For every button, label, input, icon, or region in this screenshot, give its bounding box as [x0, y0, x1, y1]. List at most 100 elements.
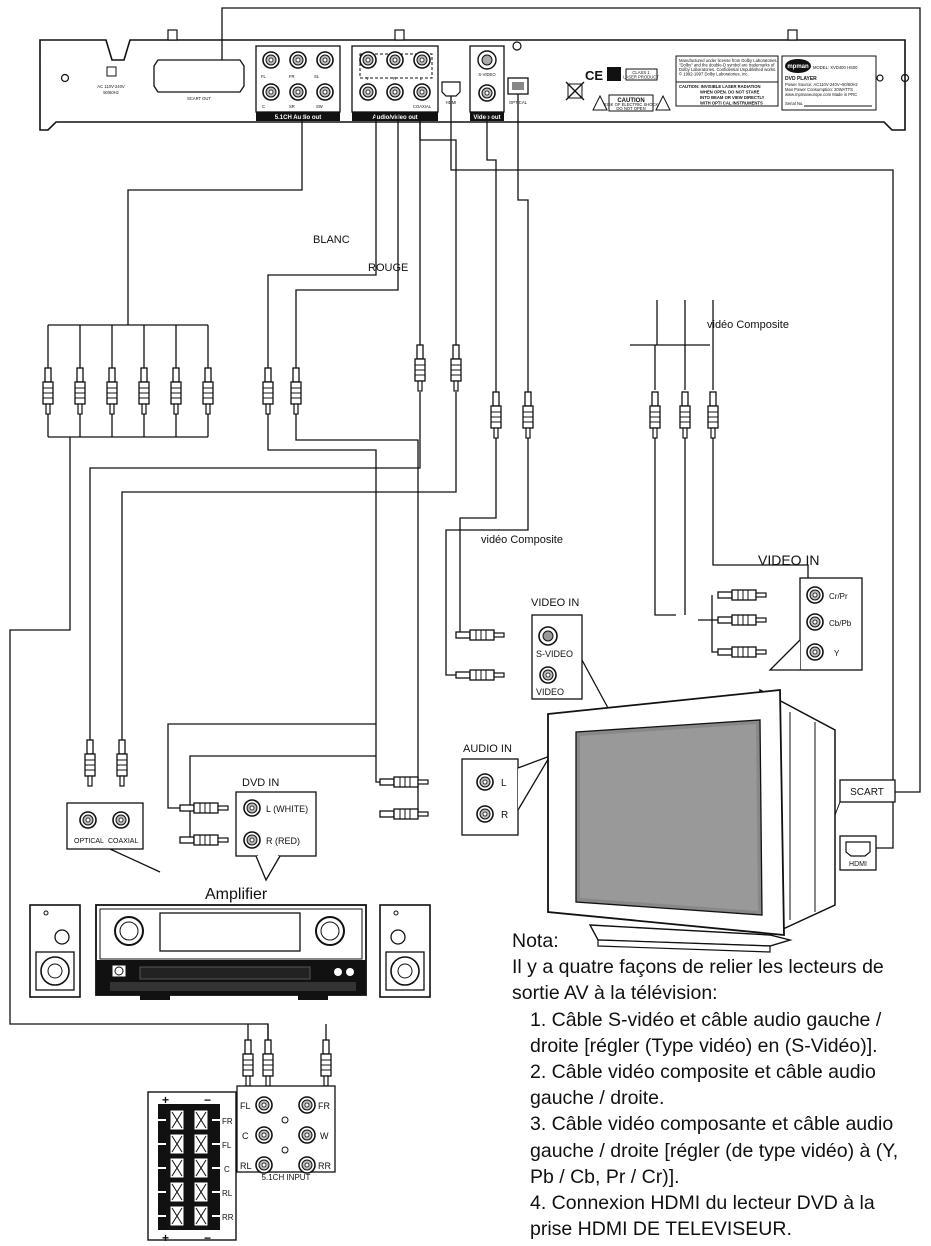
dvd-player-rear-panel: AC 110V-240V 50/60Hz SCART OUT FL FR SL … [39, 29, 910, 131]
input-51-panel: FL C RL FR W RR 5.1CH INPUT [236, 1085, 336, 1182]
y-label: Y [834, 649, 840, 658]
jack-av-l [413, 51, 431, 69]
terminal-plus-bottom: + [162, 1231, 169, 1245]
hdmi-out-port [441, 81, 461, 97]
audio-in-l-jack [476, 773, 494, 791]
jack-label: COAXIAL [413, 104, 432, 109]
jack-av-r [386, 51, 404, 69]
note-item-4: 4. Connexion HDMI du lecteur DVD à la pr… [530, 1192, 875, 1241]
tv-scart-port: SCART [834, 779, 896, 816]
input-51-c-jack [255, 1126, 273, 1144]
jack-label: C [262, 104, 265, 109]
right-speaker [379, 904, 431, 998]
jack-51-c [262, 83, 280, 101]
video-in-jack [539, 666, 557, 684]
ac-label-1: AC 110V-240V [97, 84, 125, 89]
jack-av-coaxial [413, 83, 431, 101]
audio-in-l-label: L [501, 778, 507, 789]
ac-label-2: 50/60Hz [103, 90, 119, 95]
terminal-minus-top: − [204, 1093, 211, 1107]
scart-out-port [153, 59, 245, 93]
optical-in-jack [79, 811, 97, 829]
terminal-fl-label: FL [222, 1141, 232, 1150]
input-51-title: 5.1CH INPUT [262, 1173, 311, 1182]
section-av-label: Audio/video out [372, 115, 417, 121]
cr-pr-jack [806, 586, 824, 604]
jack-label: FR [289, 74, 295, 79]
note-item-1: 1. Câble S-vidéo et câble audio gauche /… [530, 1008, 882, 1057]
serial-label: Serial No. [785, 101, 803, 106]
amplifier-label: Amplifier [205, 886, 268, 903]
input-c-label: C [242, 1131, 249, 1141]
terminal-c-label: C [224, 1165, 230, 1174]
amplifier-display [159, 912, 301, 952]
coaxial-label: COAXIAL [108, 838, 138, 845]
certification-icon [607, 67, 621, 81]
laser-text: INTO BEAM OR VIEW DIRECTLY [700, 95, 765, 100]
jack-51-sw [316, 83, 334, 101]
dvd-in-panel: DVD IN L (WHITE) R (RED) [235, 777, 317, 882]
video-out-jack [478, 84, 496, 102]
dolby-text: © 1992-1997 Dolby Laboratories, Inc. [679, 72, 749, 77]
jack-label: SR [289, 104, 295, 109]
dvd-in-title: DVD IN [242, 777, 279, 789]
amplifier: Amplifier [95, 886, 367, 1000]
optical-label: OPTICAL [74, 838, 104, 845]
dvd-in-r-jack [243, 831, 261, 849]
connection-note: Nota: Il y a quatre façons de relier les… [512, 928, 922, 1242]
video-composite-label-1: vidéo Composite [707, 319, 789, 331]
component-video-in-title: VIDEO IN [758, 552, 819, 568]
weee-icon [565, 81, 585, 101]
model-label: MODEL: XVD400 HS00 [813, 65, 858, 70]
caution-sub: DO NOT OPEN [616, 106, 645, 111]
ce-mark-icon: CE [585, 68, 603, 83]
jack-av-v [359, 51, 377, 69]
amplifier-power-button[interactable] [114, 966, 124, 976]
terminal-minus-bottom: − [204, 1231, 211, 1245]
svideo-video-in-panel: VIDEO IN S-VIDEO VIDEO [531, 597, 609, 709]
audio-in-title: AUDIO IN [463, 743, 512, 755]
jack-label: SW [316, 104, 323, 109]
note-item-3: 3. Câble vidéo composante et câble audio… [530, 1113, 899, 1188]
class-label: LASER PRODUCT [623, 75, 659, 80]
tv-hdmi-label: HDMI [849, 861, 867, 868]
jack-label: L [420, 76, 423, 81]
warning-icon [655, 94, 671, 111]
section-51-label: 5.1CH Audio out [275, 115, 321, 121]
coaxial-in-jack [112, 811, 130, 829]
terminal-rr-label: RR [222, 1213, 234, 1222]
jack-51-fr [289, 51, 307, 69]
tv-hdmi-port: HDMI [839, 835, 877, 871]
dvd-in-l-label: L (WHITE) [266, 804, 308, 814]
dvd-in-r-label: R (RED) [266, 836, 300, 846]
jack-51-sl [316, 51, 334, 69]
component-video-in-panel: VIDEO IN Cr/Pr Cb/Pb Y [758, 552, 863, 671]
spec-line: Power Source: AC110V-240V~50/60Hz [785, 82, 858, 87]
rouge-label: ROUGE [368, 262, 408, 274]
speaker-terminal: + − + − [147, 1091, 237, 1245]
cb-pb-jack [806, 613, 824, 631]
laser-text: CAUTION: INVISIBLE LASER RADIATION [679, 84, 761, 89]
audio-in-panel: AUDIO IN L R [461, 743, 552, 836]
input-51-w-jack [298, 1126, 316, 1144]
input-fr-label: FR [318, 1101, 330, 1111]
caution-sub: RISK OF ELECTRIC SHOCK [604, 102, 659, 107]
terminal-rl-label: RL [222, 1189, 233, 1198]
left-speaker [29, 904, 81, 998]
jack-label: SL [314, 74, 320, 79]
spec-line: Max Power Consumption: 20WATTS [785, 87, 853, 92]
dolby-text: Manufactured under license from Dolby La… [679, 58, 778, 63]
class-label: CLASS 1 [632, 70, 650, 75]
caution-label: CAUTION [617, 98, 644, 104]
svideo-video-in-title: VIDEO IN [531, 597, 579, 609]
brand-logo [785, 59, 811, 73]
s-video-label: S-VIDEO [536, 649, 573, 659]
jack-51-fl [262, 51, 280, 69]
hdmi-icon [845, 841, 871, 857]
jack-label: FL [261, 74, 267, 79]
cb-pb-label: Cb/Pb [829, 619, 852, 628]
television [547, 688, 836, 953]
jack-51-sr [289, 83, 307, 101]
spec-line: www.mpmaneurope.com Made in PRC [785, 92, 857, 97]
dvd-in-l-jack [243, 799, 261, 817]
